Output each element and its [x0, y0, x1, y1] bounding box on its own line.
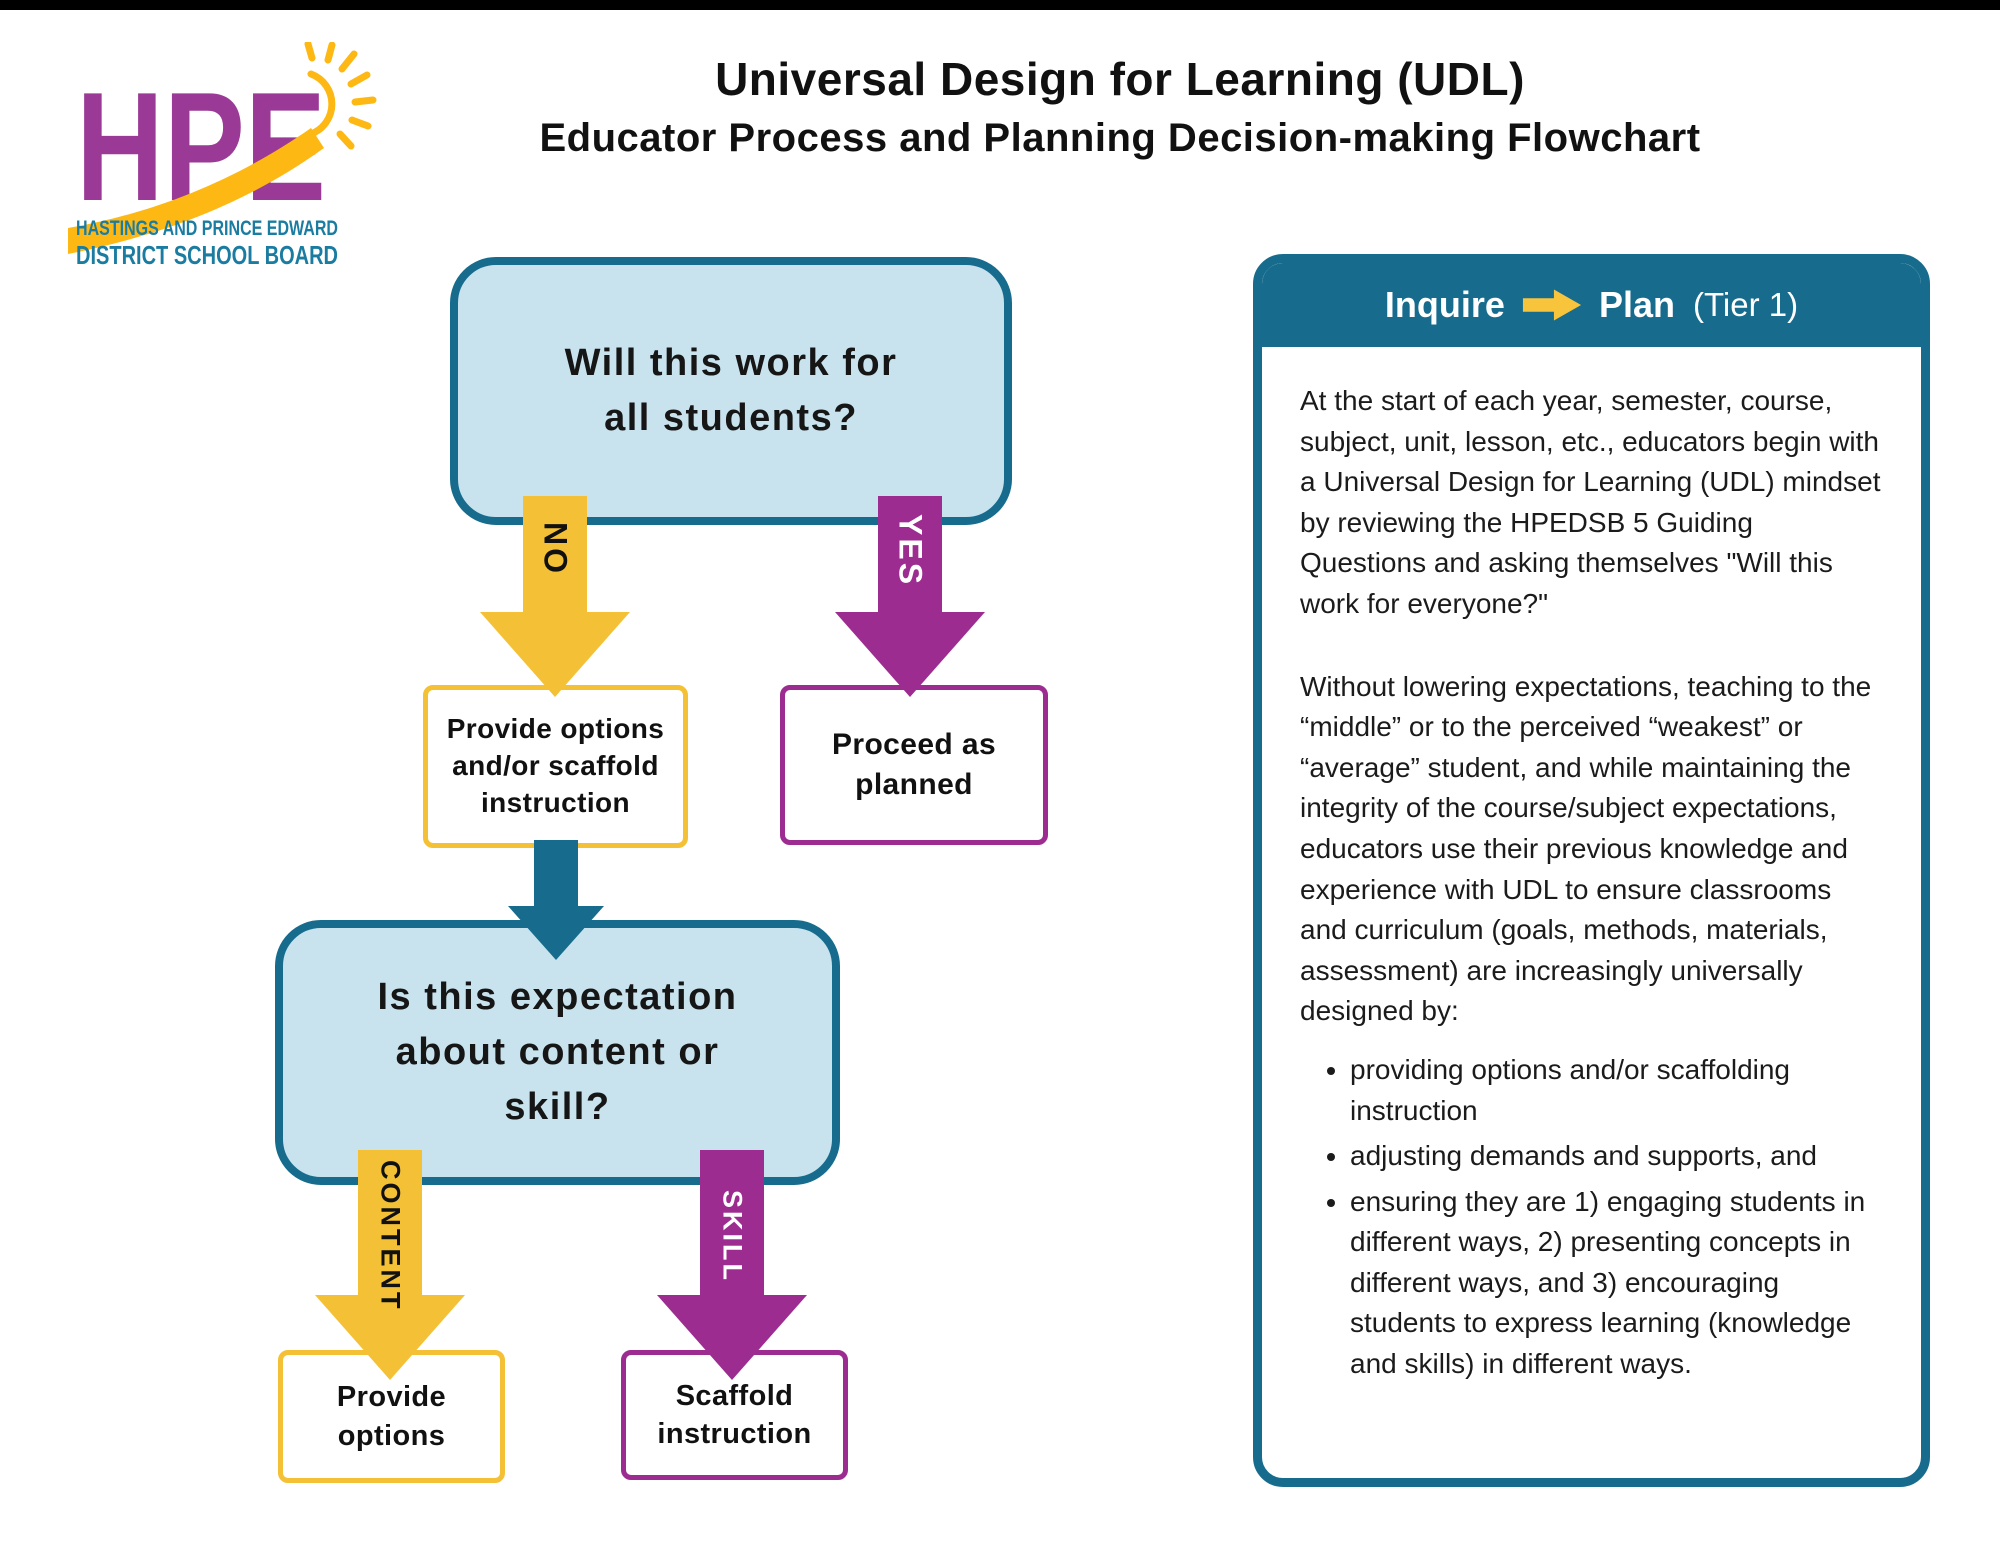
panel-header: Inquire Plan (Tier 1) — [1262, 263, 1921, 347]
content-arrow-head — [315, 1295, 465, 1380]
page-title: Universal Design for Learning (UDL) — [715, 53, 1525, 105]
yes-arrow: YES — [835, 496, 985, 697]
no-arrow-label: NO — [537, 522, 574, 576]
scaffold-instruction-line2: instruction — [657, 1418, 812, 1450]
title-block: Universal Design for Learning (UDL) Educ… — [500, 52, 1740, 161]
panel-body: At the start of each year, semester, cou… — [1262, 347, 1921, 1385]
content-arrow-label: CONTENT — [375, 1160, 406, 1312]
panel-paragraph-2: Without lowering expectations, teaching … — [1300, 670, 1872, 1027]
connector-arrow — [508, 840, 604, 960]
skill-arrow-shaft — [700, 1150, 764, 1295]
proceed-line1: Proceed as — [831, 728, 997, 762]
provide-scaffold-line3: instruction — [480, 786, 631, 818]
yes-arrow-shaft — [878, 496, 942, 612]
connector-arrow-shaft — [534, 840, 578, 906]
question1-line2: all students? — [604, 397, 858, 439]
logo-org-line1: HASTINGS AND PRINCE EDWARD — [76, 217, 338, 240]
provide-scaffold-box: Provide options and/or scaffold instruct… — [423, 685, 688, 848]
no-arrow-head — [480, 612, 630, 697]
logo-org-line2: DISTRICT SCHOOL BOARD — [76, 240, 338, 270]
question2-line2: about content or — [395, 1030, 720, 1073]
connector-arrow-head — [508, 906, 604, 960]
inquire-plan-panel: Inquire Plan (Tier 1) At the start of ea… — [1253, 254, 1930, 1487]
question2-line1: Is this expectation — [377, 975, 738, 1018]
no-arrow-shaft — [523, 496, 587, 612]
scaffold-instruction-line1: Scaffold — [675, 1379, 794, 1412]
panel-bullet-list: providing options and/or scaffolding ins… — [1300, 1050, 1885, 1385]
skill-arrow: SKILL — [657, 1150, 807, 1380]
no-arrow: NO — [480, 496, 630, 697]
panel-paragraph-1: At the start of each year, semester, cou… — [1300, 385, 1881, 619]
hpe-logo: HPE HASTINGS AND PRINCE EDWARD DISTRICT … — [68, 42, 377, 270]
question1-line1: Will this work for — [564, 341, 898, 384]
skill-arrow-head — [657, 1295, 807, 1380]
provide-scaffold-line2: and/or scaffold — [452, 750, 659, 782]
content-arrow: CONTENT — [315, 1150, 465, 1380]
proceed-as-planned-box: Proceed as planned — [780, 685, 1048, 845]
provide-options-line1: Provide — [336, 1381, 447, 1414]
provide-scaffold-line1: Provide options — [446, 713, 665, 745]
yes-arrow-label: YES — [892, 514, 929, 588]
panel-bullet-1: providing options and/or scaffolding ins… — [1350, 1050, 1885, 1131]
panel-step-inquire: Inquire — [1384, 284, 1505, 325]
yes-arrow-head — [835, 612, 985, 697]
panel-bullet-2: adjusting demands and supports, and — [1350, 1136, 1885, 1177]
content-arrow-shaft — [358, 1150, 422, 1295]
provide-options-line2: options — [337, 1419, 446, 1452]
page-subtitle: Educator Process and Planning Decision-m… — [539, 116, 1701, 160]
panel-bullet-3: ensuring they are 1) engaging students i… — [1350, 1182, 1885, 1385]
skill-arrow-label: SKILL — [717, 1190, 748, 1283]
top-black-bar — [0, 0, 2000, 10]
panel-step-plan: Plan — [1598, 284, 1675, 325]
logo-swoosh — [68, 128, 324, 254]
panel-tier-label: (Tier 1) — [1692, 286, 1799, 323]
question-box-will-this-work: Will this work for all students? — [450, 257, 1012, 525]
question2-line3: skill? — [504, 1086, 611, 1129]
logo-sun-icon — [304, 42, 377, 150]
proceed-line2: planned — [855, 768, 973, 801]
question-box-content-or-skill: Is this expectation about content or ski… — [275, 920, 840, 1185]
right-arrow-icon — [1522, 289, 1581, 321]
